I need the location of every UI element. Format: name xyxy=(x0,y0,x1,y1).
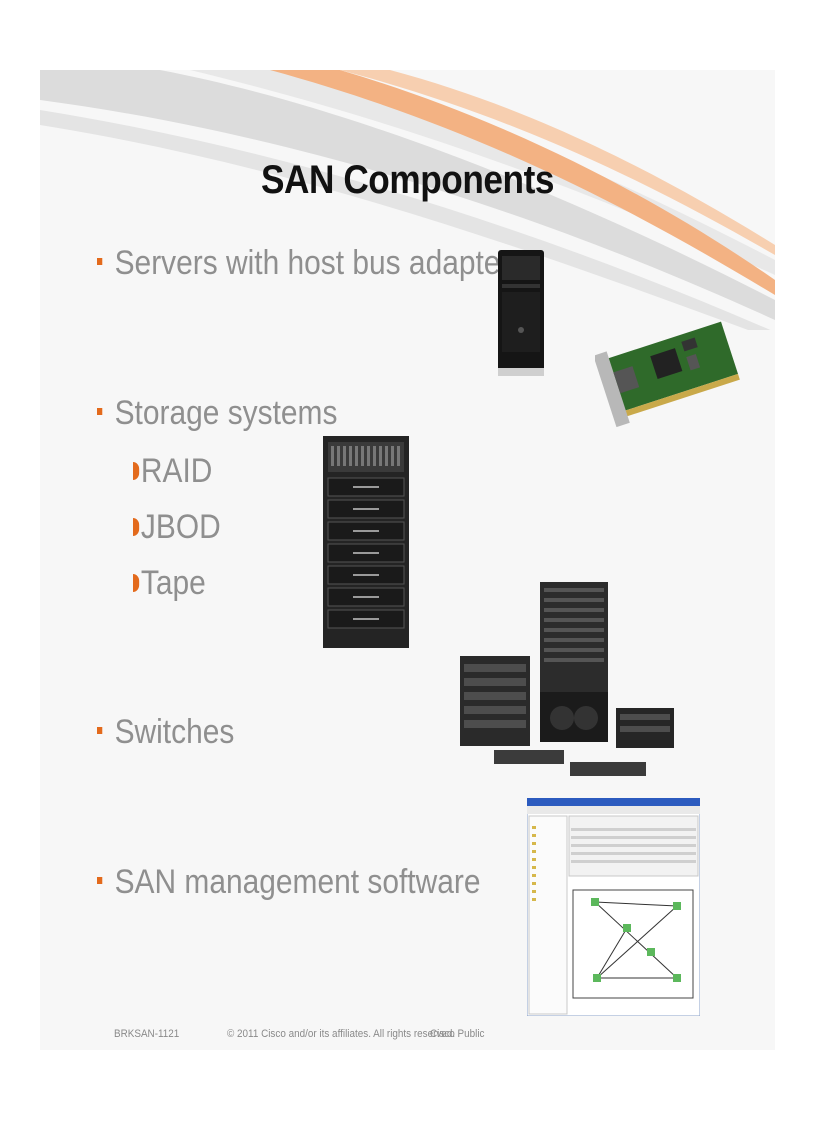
host-bus-adapter-card-image xyxy=(595,321,740,428)
sub-item-raid: RAID xyxy=(133,452,212,491)
bullet-square-icon xyxy=(97,257,103,265)
bullet-label: Switches xyxy=(114,713,235,751)
arrow-bullet-icon xyxy=(133,574,140,593)
tower-server-image xyxy=(498,250,544,376)
sub-item-label: Tape xyxy=(140,564,206,602)
footer-code: BRKSAN-1121 xyxy=(114,1028,180,1040)
sub-item-jbod: JBOD xyxy=(133,508,221,547)
footer-copyright: © 2011 Cisco and/or its affiliates. All … xyxy=(227,1028,456,1040)
san-management-screenshot-image xyxy=(527,798,700,1016)
bullet-square-icon xyxy=(97,876,103,884)
bullet-label: SAN management software xyxy=(114,863,481,901)
sub-item-label: RAID xyxy=(140,452,213,490)
bullet-storage: Storage systems xyxy=(97,394,337,433)
decorative-swoosh xyxy=(40,70,775,330)
slide: SAN Components Servers with host bus ada… xyxy=(40,70,775,1050)
bullet-square-icon xyxy=(97,726,103,734)
arrow-bullet-icon xyxy=(133,462,140,481)
bullet-square-icon xyxy=(97,407,103,415)
slide-title: SAN Components xyxy=(260,158,555,202)
sub-item-label: JBOD xyxy=(140,508,221,546)
footer-classification: Cisco Public xyxy=(430,1028,485,1040)
storage-rack-image xyxy=(323,436,409,648)
bullet-label: Servers with host bus adapters xyxy=(114,244,526,282)
switch-chassis-image xyxy=(460,582,674,776)
bullet-switches: Switches xyxy=(97,713,234,752)
bullet-san-management: SAN management software xyxy=(97,863,480,902)
bullet-servers: Servers with host bus adapters xyxy=(97,244,525,283)
sub-item-tape: Tape xyxy=(133,564,206,603)
bullet-label: Storage systems xyxy=(114,394,338,432)
arrow-bullet-icon xyxy=(133,518,140,537)
